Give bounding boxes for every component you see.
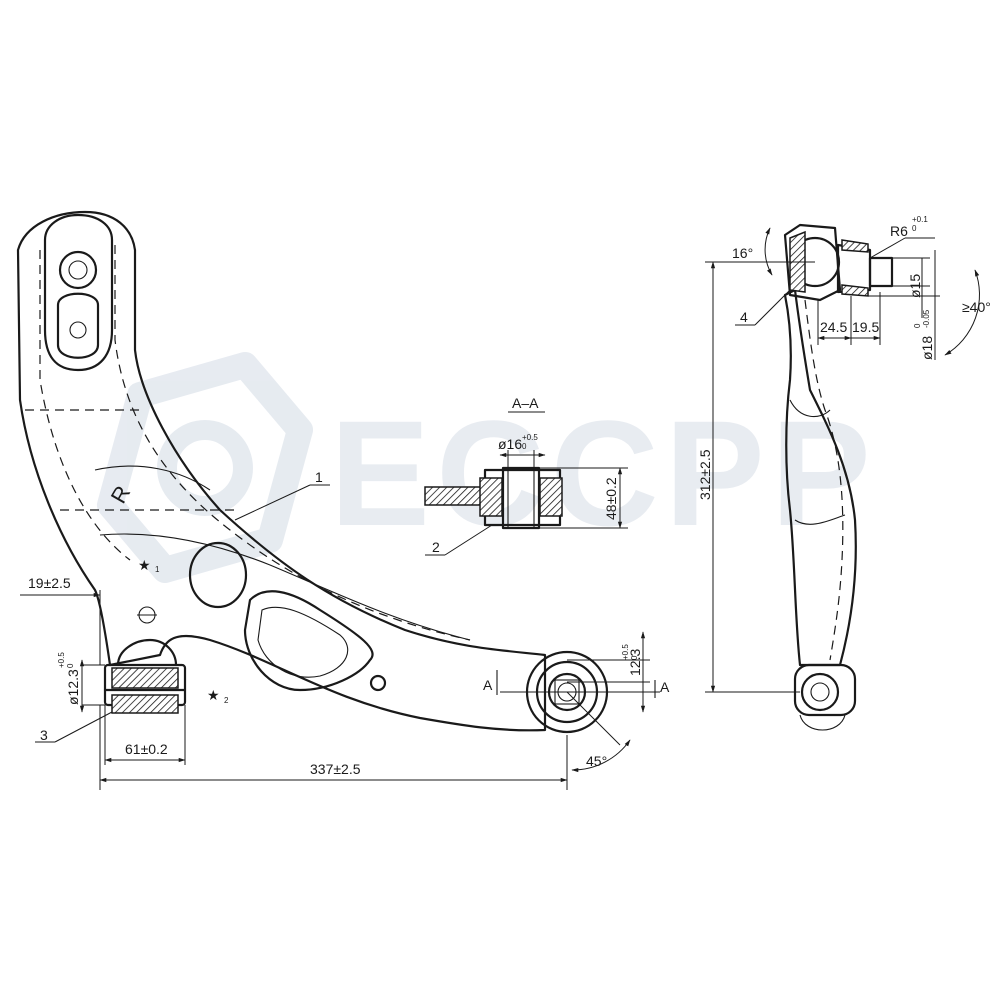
top-bushing-bolt-core <box>68 260 88 280</box>
watermark-logo-icon <box>97 352 313 583</box>
side-ball-joint-housing <box>783 223 842 302</box>
small-hole <box>369 674 387 692</box>
dim-angle: 45° <box>586 753 607 769</box>
side-arm-rib <box>789 399 846 525</box>
dim-cone-angle: ≥40° <box>962 299 991 315</box>
dim-base-dia: ø18 <box>919 336 935 360</box>
section-dim-width: 48±0.2 <box>603 477 619 520</box>
arm-slot-window <box>243 590 374 692</box>
side-bottom-bushing <box>793 663 857 717</box>
rear-bushing <box>103 638 187 714</box>
star-1: ★ <box>138 557 151 573</box>
arm-inner-contour-3 <box>25 409 240 511</box>
dim-offset: 19±2.5 <box>28 575 71 591</box>
side-stud-tip <box>868 256 894 288</box>
side-view <box>783 223 894 731</box>
dim-ball-height: 12.3 <box>627 649 643 676</box>
top-bushing-housing <box>43 213 114 372</box>
callout-2: 2 <box>432 539 440 555</box>
dim-base-tol: 0-0.05 <box>913 309 931 328</box>
front-dimensions: 19±2.5 ø12.3 +0.50 61±0.2 337±2.5 12.3 +… <box>20 575 650 790</box>
side-bottom-bushing-core <box>810 682 830 702</box>
top-bushing-hole <box>69 321 87 339</box>
top-bushing-bolt <box>58 250 98 290</box>
dim-radius: R6 <box>890 223 908 239</box>
arm-slot-window-inner <box>257 606 349 678</box>
section-title: A–A <box>512 395 539 411</box>
callouts: 1 2 3 4 <box>35 287 793 743</box>
arm-inner-contour-2 <box>114 245 471 641</box>
dim-bushing-width: 61±0.2 <box>125 741 168 757</box>
dim-overall: 337±2.5 <box>310 761 361 777</box>
section-dim-diameter: ø16 <box>498 436 522 452</box>
side-arm-contour <box>804 299 844 661</box>
dim-bushing-tol: +0.50 <box>57 652 75 668</box>
arm-inner-contour-1 <box>39 250 131 561</box>
dim-angle-top: 16° <box>732 245 753 261</box>
watermark: ECCPP <box>97 352 877 583</box>
callout-1: 1 <box>315 469 323 485</box>
arm-outline <box>16 210 547 732</box>
side-bottom-bushing-ring <box>800 672 840 712</box>
front-view: R ★ 1 ★ 2 A A <box>16 210 670 734</box>
arm-rib <box>94 465 471 641</box>
star-2-sub: 2 <box>224 696 229 705</box>
top-bushing-slot <box>56 292 100 359</box>
dim-taper-len: 24.5 <box>820 319 847 335</box>
lightening-hole <box>188 541 248 609</box>
section-mark-left: A <box>483 677 493 693</box>
dim-bushing-dia: ø12.3 <box>65 669 81 705</box>
watermark-text: ECCPP <box>330 389 877 557</box>
callout-4: 4 <box>740 309 748 325</box>
dim-stud-dia: ø15 <box>907 274 923 298</box>
star-2: ★ <box>207 687 220 703</box>
section-mark-right: A <box>660 679 670 695</box>
dim-stud-len: 19.5 <box>852 319 879 335</box>
dim-ball-tol: +0.50 <box>621 644 639 660</box>
star-1-sub: 1 <box>155 565 160 574</box>
callout-3: 3 <box>40 727 48 743</box>
dim-height: 312±2.5 <box>697 449 713 500</box>
